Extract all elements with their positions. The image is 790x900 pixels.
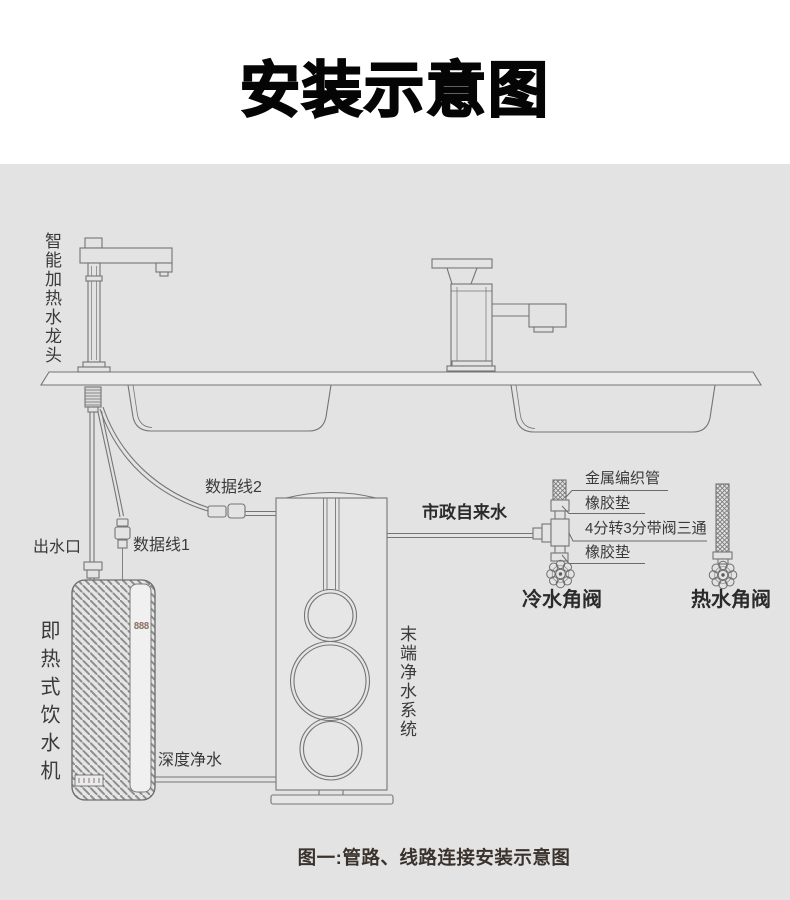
label-cold-water-angle-valve: 冷水角阀	[522, 589, 602, 611]
label-water-outlet: 出水口	[33, 539, 82, 556]
label-hot-water-angle-valve: 热水角阀	[691, 589, 771, 611]
figure-caption: 图一:管路、线路连接安装示意图	[297, 847, 571, 868]
label-metal-braided-pipe: 金属编织管	[585, 470, 661, 487]
label-smart-faucet: 智能加热水龙头	[42, 232, 61, 365]
label-rubber-gasket-lower: 橡胶垫	[585, 544, 631, 561]
page-title: 安装示意图	[239, 56, 550, 125]
label-data-cable-1: 数据线1	[133, 537, 190, 554]
label-rubber-gasket-upper: 橡胶垫	[585, 495, 631, 512]
label-data-cable-2: 数据线2	[205, 479, 262, 496]
label-tee-valve-adapter: 4分转3分带阀三通	[585, 520, 707, 537]
label-terminal-purification-system: 末端净水系统	[397, 625, 416, 739]
label-municipal-tap-water: 市政自来水	[422, 503, 507, 522]
label-deep-purified-water: 深度净水	[158, 752, 223, 769]
label-instant-water-dispenser: 即热式饮水机	[37, 620, 59, 788]
dispenser-led-display: 888	[133, 621, 149, 632]
